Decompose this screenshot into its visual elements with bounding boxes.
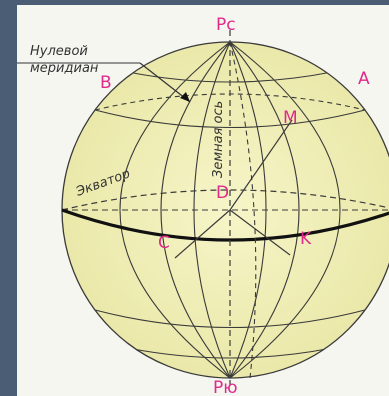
point-b-label: B	[100, 73, 112, 93]
point-a-label: A	[358, 69, 370, 89]
south-pole-label: Pю	[213, 378, 238, 396]
north-pole-label: Pc	[216, 15, 236, 35]
point-k-label: K	[300, 229, 312, 249]
point-d-label: D	[216, 183, 229, 203]
point-m-label: M	[283, 108, 298, 128]
earth-axis-label: Земная ось	[211, 101, 226, 178]
point-c-label: C	[158, 233, 170, 253]
prime-meridian-label-line1: Нулевой	[30, 44, 88, 59]
prime-meridian-label-line2: меридиан	[30, 61, 99, 76]
